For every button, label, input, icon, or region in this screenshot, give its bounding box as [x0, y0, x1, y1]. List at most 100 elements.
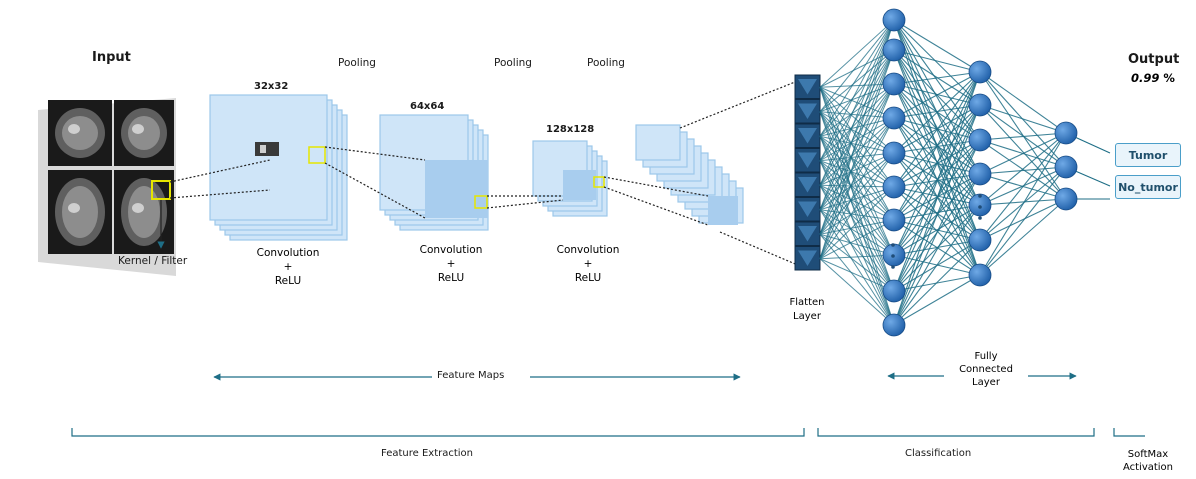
section-softmax: SoftMax Activation — [1118, 448, 1178, 474]
kernel-box-input — [151, 180, 171, 200]
edge-flatten-5-4 — [819, 152, 895, 211]
edge-flatten-2-4 — [819, 135, 895, 154]
edge-flatten-1-5 — [819, 111, 895, 188]
projection-line-7 — [603, 176, 709, 197]
flatten-cell-marker-7 — [798, 226, 817, 242]
edge-flatten-7-9 — [819, 258, 895, 326]
edge-flatten-7-4 — [819, 152, 895, 260]
edge-flatten-6-2 — [819, 83, 895, 235]
input-title: Input — [92, 50, 131, 65]
edge-flatten-3-4 — [819, 152, 895, 162]
edge-l1-l2-0-6 — [893, 19, 981, 276]
feature-maps-label: Feature Maps — [437, 370, 505, 381]
conv-relu-label-3: Convolution + ReLU — [548, 243, 628, 285]
edge-flatten-3-7 — [819, 160, 895, 256]
edge-flatten-6-9 — [819, 233, 895, 326]
edge-flatten-6-0 — [819, 19, 895, 235]
kernel-box-map-3 — [593, 176, 605, 188]
edge-l1-l2-7-4 — [893, 204, 981, 256]
edge-l1-l2-6-4 — [893, 204, 981, 221]
edge-flatten-5-3 — [819, 117, 895, 211]
conv-relu-label-2: Convolution + ReLU — [411, 243, 491, 285]
ellipsis-dot-4 — [978, 194, 982, 198]
softmax-line-1: SoftMax — [1127, 449, 1169, 460]
edge-flatten-5-2 — [819, 83, 895, 211]
fc-node-l1-7 — [882, 208, 906, 232]
edge-l2-l3-0-0 — [979, 71, 1067, 134]
edge-flatten-6-6 — [819, 219, 895, 235]
map-pooled-focus — [708, 196, 738, 225]
map-2-focus — [425, 160, 488, 218]
output-value-row: 0.99 % — [1131, 71, 1175, 85]
projection-line-4 — [324, 162, 426, 219]
edge-flatten-3-2 — [819, 83, 895, 162]
conv-plus-3: + — [583, 258, 593, 270]
edge-flatten-7-2 — [819, 83, 895, 259]
section-classification: Classification — [905, 448, 972, 459]
mri-brain-inner-2 — [128, 116, 160, 150]
edge-flatten-2-5 — [819, 135, 895, 188]
edge-l2-l3-4-0 — [979, 132, 1067, 206]
fc-node-l1-10 — [882, 313, 906, 337]
fc-line-3: Layer — [972, 377, 1000, 388]
fc-line-1: Fully — [974, 351, 998, 362]
conv-op-1: Convolution — [256, 247, 320, 259]
fc-node-l1-1 — [882, 8, 906, 32]
conv-act-2: ReLU — [437, 272, 465, 284]
edge-l1-l2-1-0 — [893, 49, 981, 73]
edge-l1-l2-5-0 — [893, 71, 981, 188]
edge-flatten-1-2 — [819, 83, 895, 113]
conv-relu-label-1: Convolution + ReLU — [248, 246, 328, 288]
mri-brain-inner-4 — [128, 186, 160, 238]
fc-node-l2-5 — [968, 193, 992, 217]
edge-l1-l2-1-4 — [893, 49, 981, 206]
edge-flatten-1-4 — [819, 111, 895, 154]
edge-l2-l3-1-0 — [979, 104, 1067, 134]
edge-flatten-4-3 — [819, 117, 895, 186]
edge-flatten-4-1 — [819, 49, 895, 186]
fc-node-l1-9 — [882, 279, 906, 303]
edge-flatten-3-5 — [819, 160, 895, 188]
mri-brain-inner-3 — [62, 186, 98, 238]
edge-l1-l2-2-0 — [893, 71, 981, 85]
edge-l2-l3-3-1 — [979, 166, 1067, 175]
edge-flatten-6-5 — [819, 186, 895, 235]
fc-node-l2-1 — [968, 60, 992, 84]
fc-line-2: Connected — [959, 364, 1013, 375]
edge-flatten-5-0 — [819, 19, 895, 210]
edge-flatten-4-6 — [819, 184, 895, 221]
pooling-label-1: Pooling — [338, 57, 376, 69]
mri-tumor-spot-3 — [68, 203, 80, 213]
output-value: 0.99 — [1131, 71, 1160, 85]
edge-l2-l3-6-2 — [979, 198, 1067, 276]
flatten-cell-marker-4 — [798, 152, 817, 168]
bracket-classification — [817, 428, 1095, 437]
flatten-cell-marker-5 — [798, 177, 817, 193]
ellipsis-dot-6 — [978, 216, 982, 220]
edge-l1-l2-9-5 — [893, 239, 981, 326]
edge-l1-l2-9-2 — [893, 139, 981, 326]
fc-node-l3-3 — [1054, 187, 1078, 211]
output-class-no-tumor: No_tumor — [1115, 175, 1181, 199]
map-1-thumbnail — [255, 142, 279, 156]
edge-flatten-2-2 — [819, 83, 895, 137]
edge-l2-l3-6-0 — [979, 132, 1067, 276]
edge-l1-l2-9-4 — [893, 204, 981, 326]
edge-flatten-4-4 — [819, 152, 895, 186]
edge-flatten-4-5 — [819, 184, 895, 188]
bracket-softmax — [1113, 428, 1145, 437]
fc-node-l1-6 — [882, 175, 906, 199]
edge-flatten-4-2 — [819, 83, 895, 186]
edge-l2-l3-2-0 — [979, 132, 1067, 141]
edge-flatten-1-7 — [819, 111, 895, 256]
flatten-cell-marker-8 — [798, 250, 817, 266]
edge-l2-l3-4-2 — [979, 198, 1067, 206]
fully-connected-label: Fully Connected Layer — [946, 350, 1026, 389]
softmax-line-2: Activation — [1122, 462, 1174, 473]
edge-flatten-3-6 — [819, 160, 895, 221]
edge-flatten-5-5 — [819, 186, 895, 211]
edge-flatten-7-7 — [819, 254, 895, 260]
edge-flatten-4-0 — [819, 19, 895, 186]
edge-flatten-2-7 — [819, 135, 895, 256]
